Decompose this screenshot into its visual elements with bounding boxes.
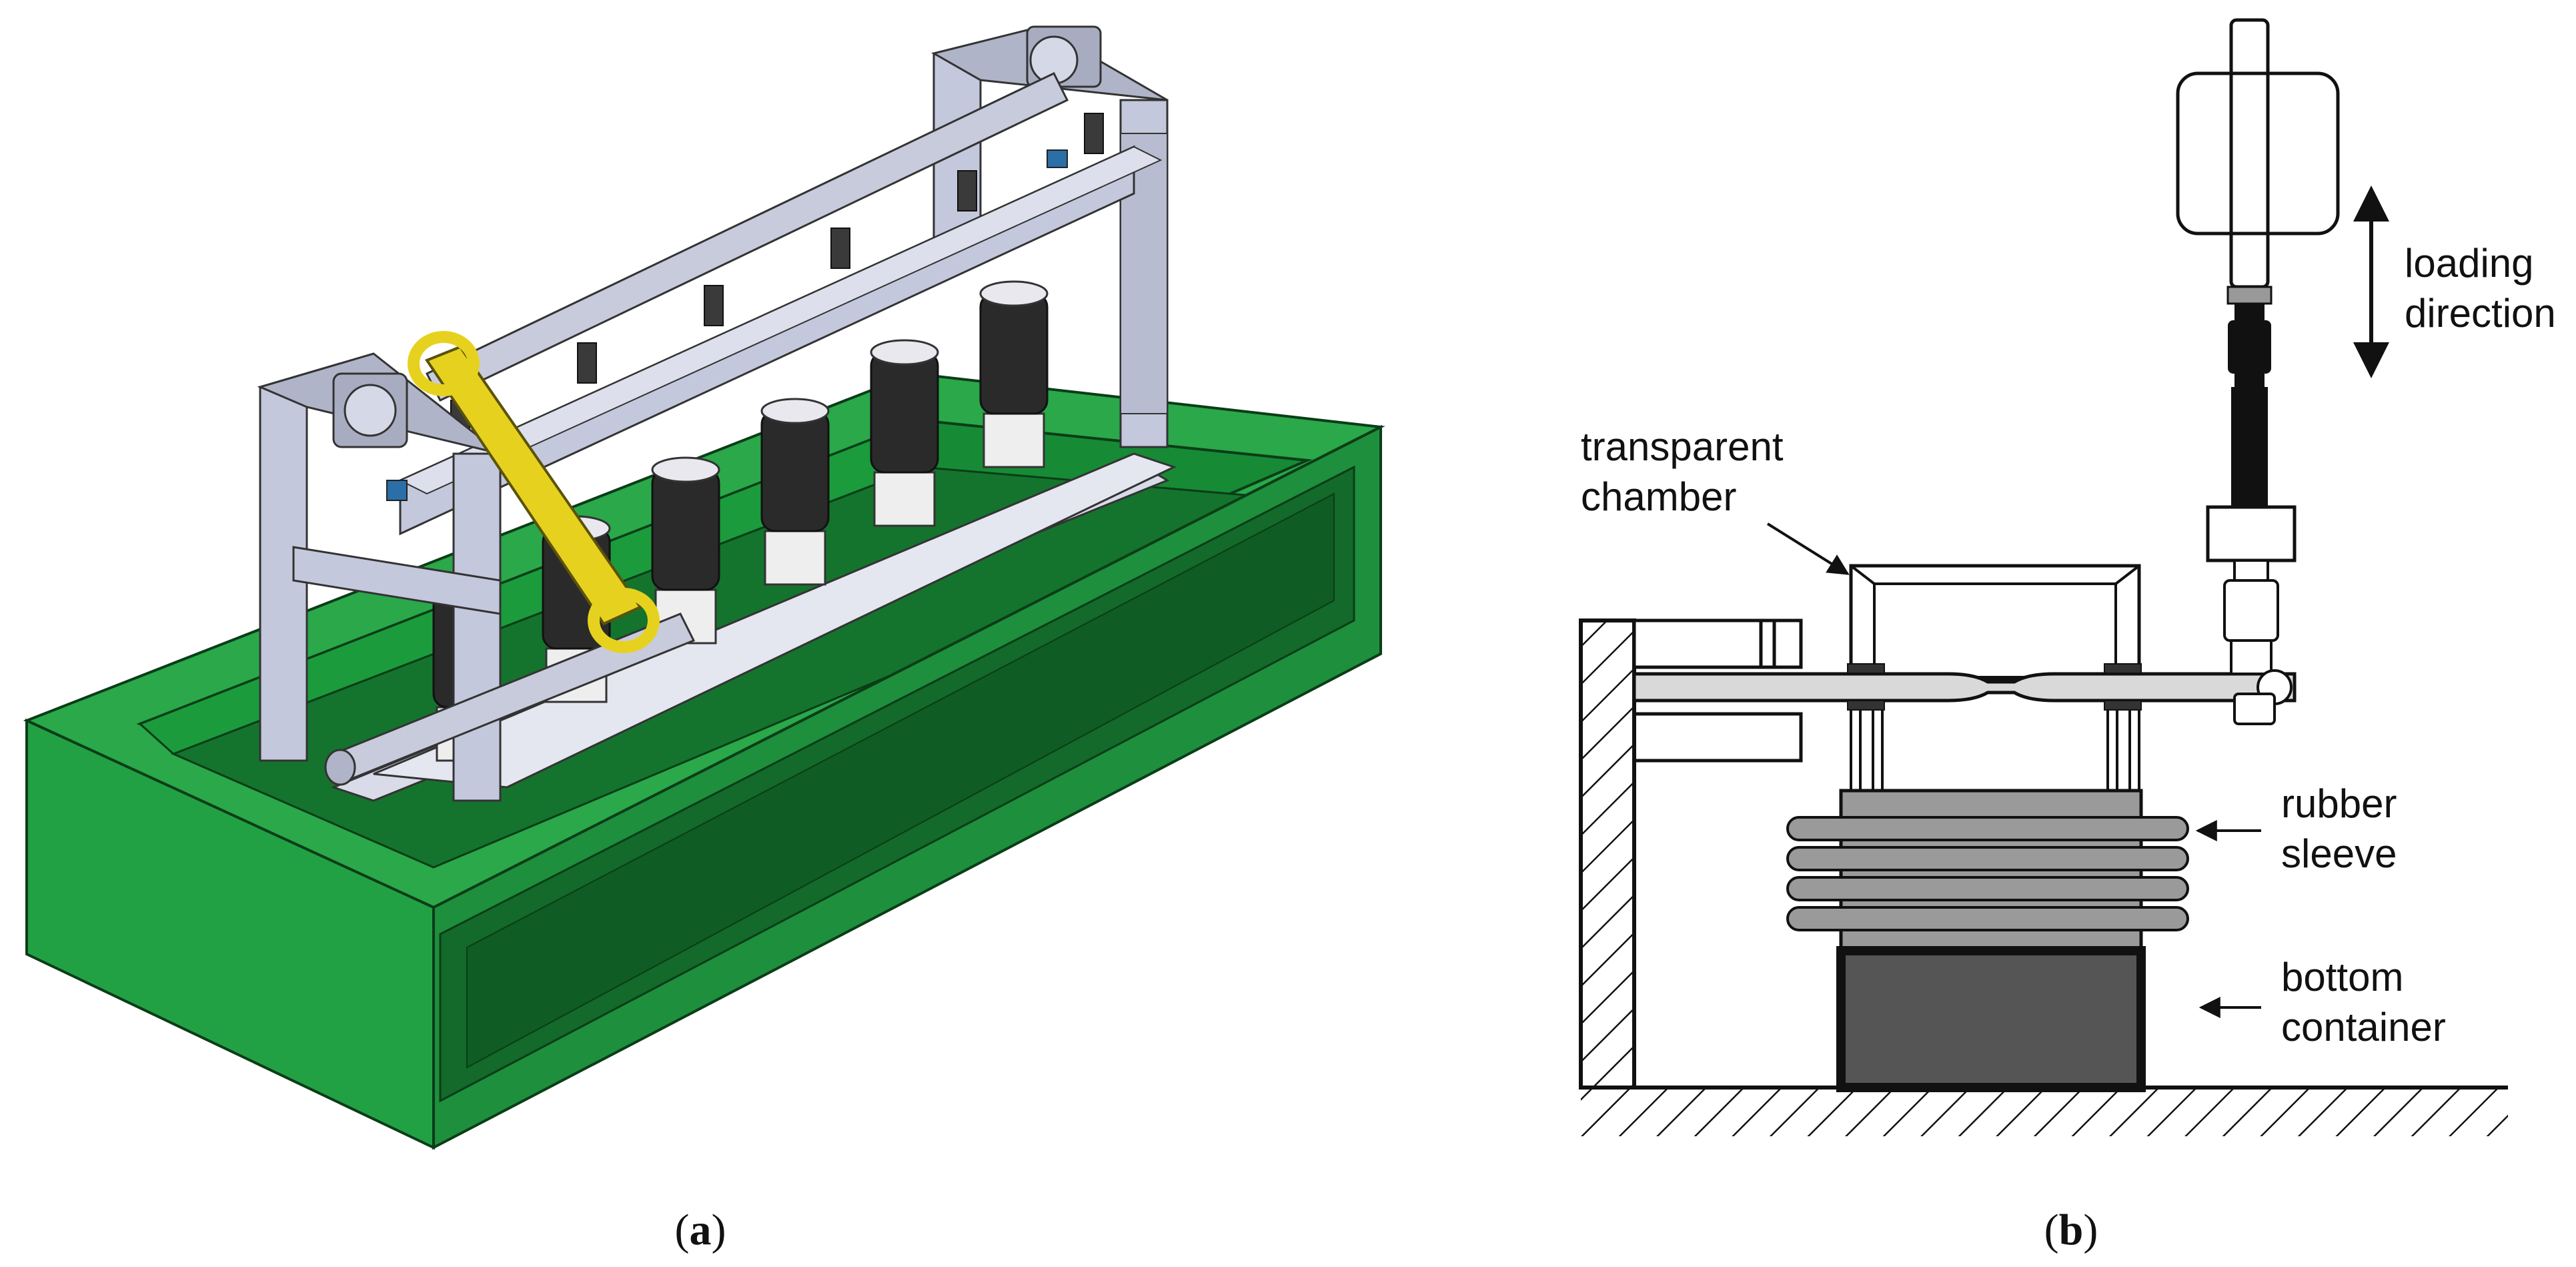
- fixed-wall: [1579, 618, 1803, 1090]
- crossbeam-bolt: [957, 170, 977, 212]
- panel-a-cad-render: (a): [23, 25, 1385, 1254]
- drive-belt: [408, 331, 660, 653]
- transparent-chamber: [1849, 564, 2141, 802]
- rubber-sleeve: [1786, 789, 2189, 953]
- base-plate: [330, 452, 1177, 802]
- crossbeam: [398, 145, 1163, 536]
- crossbeam-bolt: [577, 342, 597, 384]
- specimen: [1632, 663, 2297, 711]
- label-bottom-container: bottom container: [2281, 955, 2446, 1049]
- test-cell: [979, 280, 1049, 468]
- test-cell: [870, 339, 939, 527]
- frame-left: [257, 149, 1068, 802]
- crossbeam-bolt: [704, 285, 724, 326]
- panel-b-caption: (b): [2044, 1206, 2098, 1254]
- panel-b-schematic: loading direction transparent chamber ru…: [1579, 18, 2556, 1254]
- label-transparent-chamber: transparent chamber: [1581, 424, 1794, 519]
- ground: [1581, 1086, 2508, 1136]
- label-rubber-sleeve: rubber sleeve: [2281, 781, 2408, 876]
- panel-a-caption: (a): [675, 1206, 726, 1254]
- chamber-pointer: [1766, 522, 1850, 575]
- test-cell: [760, 398, 830, 586]
- label-loading-direction: loading direction: [2405, 241, 2556, 336]
- crossbeam-bolt: [1084, 113, 1104, 154]
- test-cell: [651, 456, 720, 645]
- bottom-shaft: [324, 612, 696, 786]
- crossbeam-bolt: [830, 228, 850, 269]
- bottom-container: [1836, 946, 2146, 1092]
- loading-actuator: [2176, 18, 2340, 725]
